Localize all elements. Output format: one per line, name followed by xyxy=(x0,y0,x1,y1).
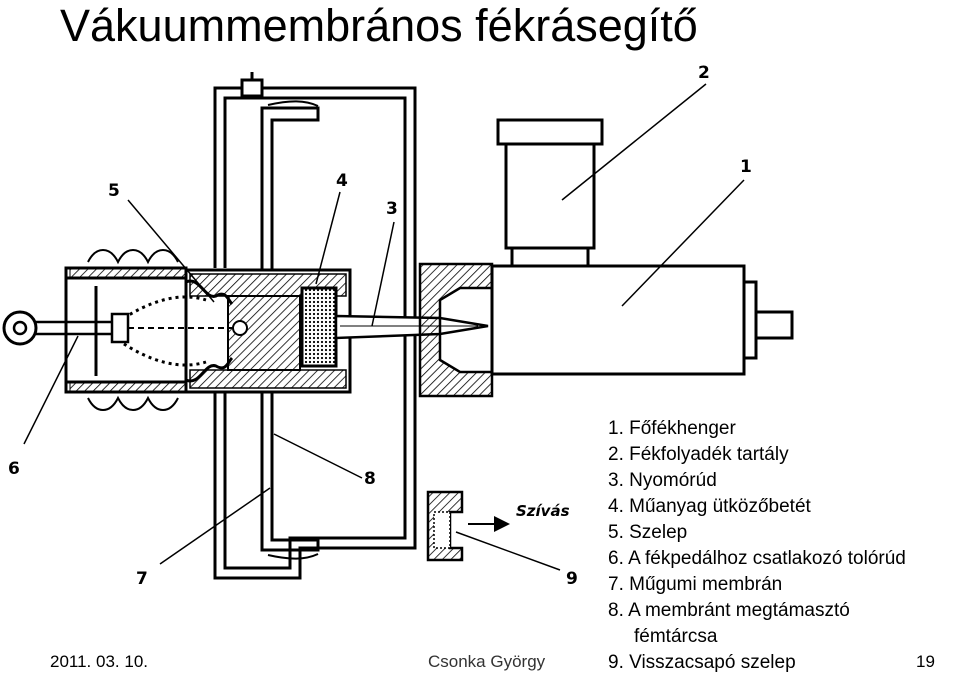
poppet-valve xyxy=(117,295,207,367)
pedal-push-rod xyxy=(2,310,248,346)
page-number: 19 xyxy=(916,652,935,671)
master-cylinder xyxy=(490,264,794,376)
legend-item: 1. Főfékhenger xyxy=(608,418,736,439)
footer-date: 2011. 03. 10. xyxy=(50,652,148,671)
legend-item-continued: fémtárcsa xyxy=(634,626,718,647)
push-rod xyxy=(334,314,489,340)
callout-numbers: 1 2 3 4 5 6 7 8 9 xyxy=(8,63,752,589)
slide-title: Vákuummembrános fékrásegítő xyxy=(60,0,698,51)
parts-legend: 1. Főfékhenger 2. Fékfolyadék tartály 3.… xyxy=(608,416,906,676)
callout-4: 4 xyxy=(336,171,348,191)
fluid-reservoir xyxy=(496,118,604,266)
legend-item: 6. A fékpedálhoz csatlakozó tolórúd xyxy=(608,548,906,569)
legend-item: 2. Fékfolyadék tartály xyxy=(608,444,789,465)
legend-item: 9. Visszacsapó szelep xyxy=(608,652,796,673)
callout-1: 1 xyxy=(740,157,752,177)
callout-3: 3 xyxy=(386,199,398,219)
legend-item: 5. Szelep xyxy=(608,522,688,543)
legend-item: 7. Műgumi membrán xyxy=(608,574,783,595)
dust-boot-lower xyxy=(87,395,179,411)
callout-9: 9 xyxy=(566,569,578,589)
check-valve xyxy=(426,490,464,562)
callout-6: 6 xyxy=(8,459,20,479)
plastic-bumper-insert xyxy=(300,286,338,368)
callout-2: 2 xyxy=(698,63,710,83)
callout-5: 5 xyxy=(108,181,120,201)
callout-8: 8 xyxy=(364,469,376,489)
footer-author: Csonka György xyxy=(428,652,546,671)
legend-item: 8. A membránt megtámasztó xyxy=(608,600,850,621)
dust-boot xyxy=(87,249,179,265)
legend-item: 4. Műanyag ütközőbetét xyxy=(608,496,811,517)
legend-item: 3. Nyomórúd xyxy=(608,470,717,491)
callout-7: 7 xyxy=(136,569,148,589)
valve-diaphragm xyxy=(185,279,234,383)
membrane-support-disc xyxy=(260,100,320,560)
leader-lines xyxy=(23,83,745,571)
booster-housing xyxy=(213,72,417,580)
rear-valve-housing xyxy=(64,266,188,394)
inlet-label: Szívás xyxy=(516,502,570,520)
